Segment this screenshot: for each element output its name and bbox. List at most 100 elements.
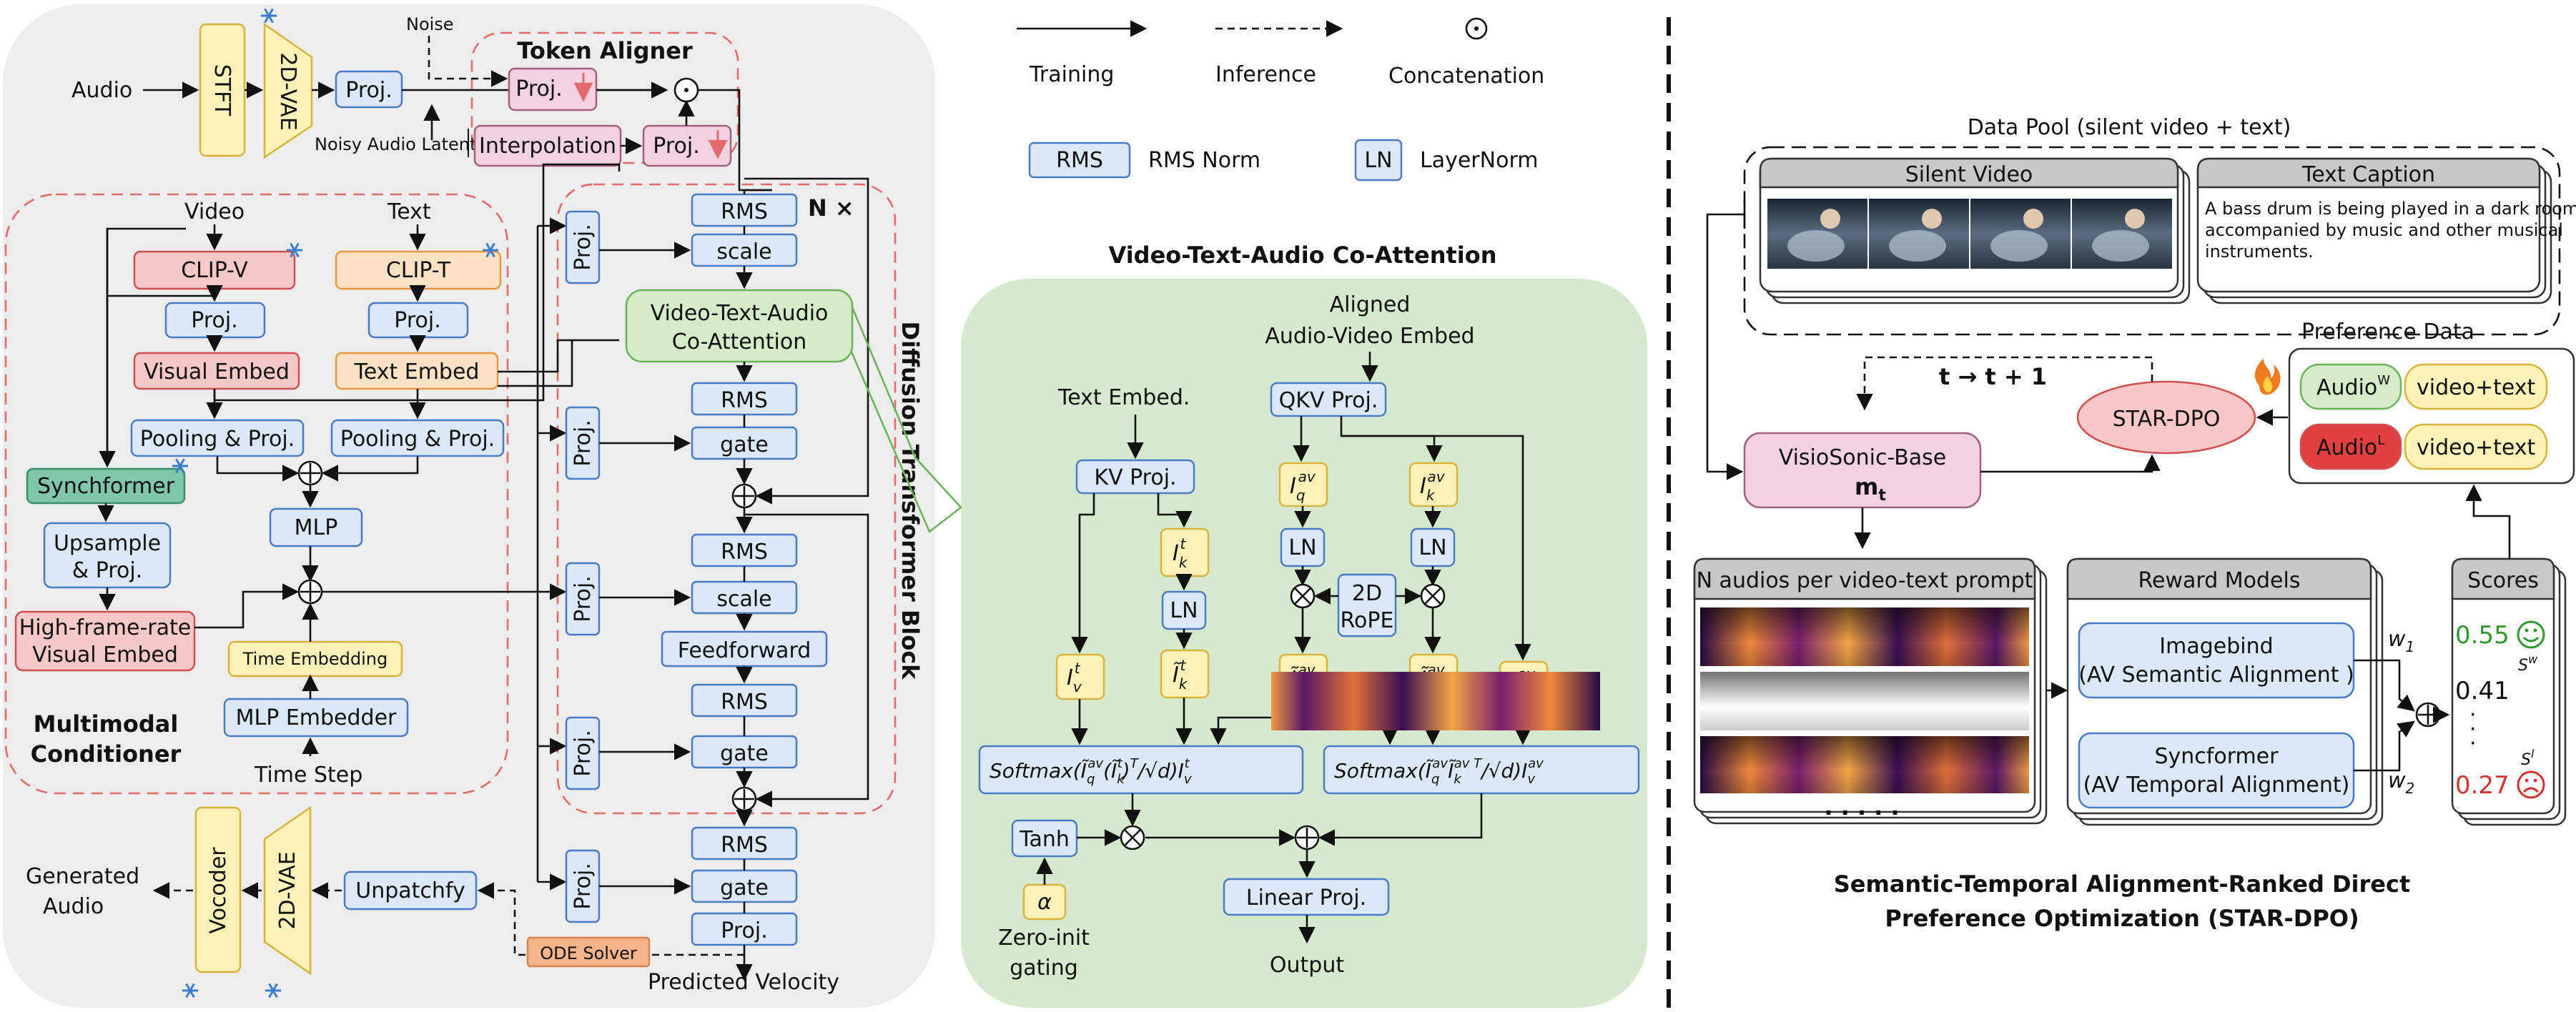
svg-text:Proj.: Proj.	[721, 918, 767, 943]
token-aligner-title: Token Aligner	[517, 37, 693, 64]
svg-text:RMS: RMS	[721, 199, 768, 224]
qkv-proj-label: QKV Proj.	[1279, 388, 1378, 413]
mlp-box	[269, 507, 363, 547]
svg-text:gate: gate	[720, 432, 769, 457]
svg-text:Ikt: Ikt	[1173, 535, 1188, 571]
clip-t-label: CLIP-T	[386, 258, 451, 283]
iteration-label: t → t + 1	[1939, 363, 2047, 390]
svg-text:2D: 2D	[1352, 581, 1382, 606]
hfr-label-2: Visual Embed	[32, 643, 178, 668]
imagebind-label-2: (AV Semantic Alignment )	[2078, 663, 2354, 688]
upsample-label-1: Upsample	[54, 531, 161, 556]
noisy-latent-label: Noisy Audio Latent	[315, 134, 476, 154]
spectrograms	[1271, 607, 2029, 793]
noise-label: Noise	[406, 14, 454, 34]
caption-line-1: A bass drum is being played in a dark ro…	[2205, 199, 2576, 219]
data-pool-region	[1743, 146, 2561, 336]
pref-win-video-text	[2404, 363, 2548, 410]
predicted-velocity-label: Predicted Velocity	[648, 970, 839, 995]
n-audios-title: N audios per video-text prompt	[1697, 568, 2033, 593]
clip-t-proj-label: Proj.	[394, 308, 440, 333]
audio-l-box	[2299, 423, 2402, 470]
weight-w2: w2	[2388, 768, 2414, 797]
score-high: 0.55	[2455, 621, 2510, 650]
star-dpo-flame-icon	[2254, 359, 2281, 395]
legend-ln-abbr: LN	[1364, 148, 1392, 173]
text-input-label: Text	[387, 199, 431, 224]
text-embed-label: Text Embed	[354, 359, 480, 385]
spectrogram-dots: . . . . .	[1824, 793, 1899, 820]
coattn-output-label: Output	[1270, 953, 1344, 978]
rope-mult-q	[1290, 583, 1316, 609]
data-pool-label: Data Pool (silent video + text)	[1968, 115, 2291, 140]
star-dpo-label: STAR-DPO	[2113, 407, 2221, 432]
dit-adaln-projs: Proj. Proj. Proj. Proj. Proj.	[565, 210, 601, 923]
svg-text:RMS: RMS	[721, 833, 768, 858]
vocoder-label: Vocoder	[206, 847, 231, 934]
dit-block-label: Diffusion Transformer Block	[897, 322, 924, 680]
linear-proj-label: Linear Proj.	[1246, 886, 1366, 911]
legend-ln-full: LayerNorm	[1420, 148, 1538, 173]
zero-init-label-1: Zero-init	[998, 926, 1090, 951]
mc-title-1: Multimodal	[34, 710, 179, 738]
mlp-embedder-box	[223, 698, 409, 738]
svg-text:Proj.: Proj.	[571, 730, 596, 776]
pooling-proj-t-label: Pooling & Proj.	[340, 427, 495, 452]
score-sl: Sl	[2521, 747, 2535, 769]
score-low: 0.27	[2455, 771, 2510, 800]
clip-v-label: CLIP-V	[181, 258, 248, 283]
score-mid: 0.41	[2455, 677, 2510, 705]
svg-text:Proj.: Proj.	[571, 575, 596, 622]
vae-encoder-shape	[263, 22, 313, 159]
ode-solver-box	[526, 936, 651, 968]
svg-text:RMS: RMS	[721, 540, 768, 565]
audio-proj-label: Proj.	[345, 78, 392, 103]
legend-concatenation: Concatenation	[1388, 64, 1544, 89]
rope-mult-k	[1420, 583, 1446, 609]
time-embedding-label: Time Embedding	[242, 649, 388, 669]
output-sum-node	[1294, 825, 1320, 850]
visual-embed-box	[133, 352, 300, 390]
zero-init-label-2: gating	[1010, 956, 1078, 981]
imagebind-label-1: Imagebind	[2159, 634, 2273, 659]
softmax-text-box	[978, 745, 1304, 795]
generated-audio-label-1: Generated	[26, 864, 139, 889]
reward-models-title: Reward Models	[2138, 568, 2301, 593]
silent-video-title: Silent Video	[1905, 162, 2033, 187]
clip-v-proj-label: Proj.	[191, 308, 237, 333]
interpolation-label: Interpolation	[479, 134, 616, 159]
svg-text:Video-Text-Audio: Video-Text-Audio	[651, 301, 829, 326]
vae-decoder-shape	[263, 805, 312, 976]
legend-rms-abbr: RMS	[1056, 148, 1103, 173]
visiosonic-base-label: VisioSonic-Base	[1779, 445, 1947, 470]
tanh-label: Tanh	[1019, 827, 1070, 852]
smiley-sad-icon	[2517, 770, 2545, 799]
legend-inference: Inference	[1215, 62, 1316, 87]
visual-embed-label: Visual Embed	[144, 359, 290, 385]
n-times-label: N ×	[808, 194, 854, 222]
hfr-visual-embed-box	[14, 610, 196, 672]
svg-text:video+text: video+text	[2417, 375, 2536, 400]
text-caption-title: Text Caption	[2301, 162, 2435, 187]
svg-text:Proj.: Proj.	[571, 420, 596, 466]
visiosonic-model-label: mt	[1855, 473, 1886, 505]
score-sw: Sw	[2518, 653, 2538, 675]
ta-proj2-label: Proj.	[653, 134, 699, 159]
time-step-label: Time Step	[254, 763, 362, 788]
unpatchfy-label: Unpatchfy	[355, 878, 465, 903]
mc-title-2: Conditioner	[31, 740, 182, 768]
smiley-happy-icon	[2517, 620, 2545, 649]
svg-text:Proj.: Proj.	[571, 224, 596, 270]
syncformer-label-1: Syncformer	[2154, 744, 2279, 769]
svg-text:gate: gate	[720, 875, 769, 901]
svg-text:Co-Attention: Co-Attention	[672, 329, 806, 354]
video-frames	[1767, 199, 2172, 269]
ta-proj-label: Proj.	[515, 76, 562, 101]
legend-rms-full: RMS Norm	[1148, 148, 1260, 173]
svg-text:scale: scale	[716, 587, 771, 612]
unpatchfy-box	[343, 870, 478, 911]
coattn-text-embed-label: Text Embed.	[1057, 385, 1190, 410]
audio-w-label: AudioW	[2316, 373, 2390, 400]
svg-text:·: ·	[2469, 703, 2477, 728]
